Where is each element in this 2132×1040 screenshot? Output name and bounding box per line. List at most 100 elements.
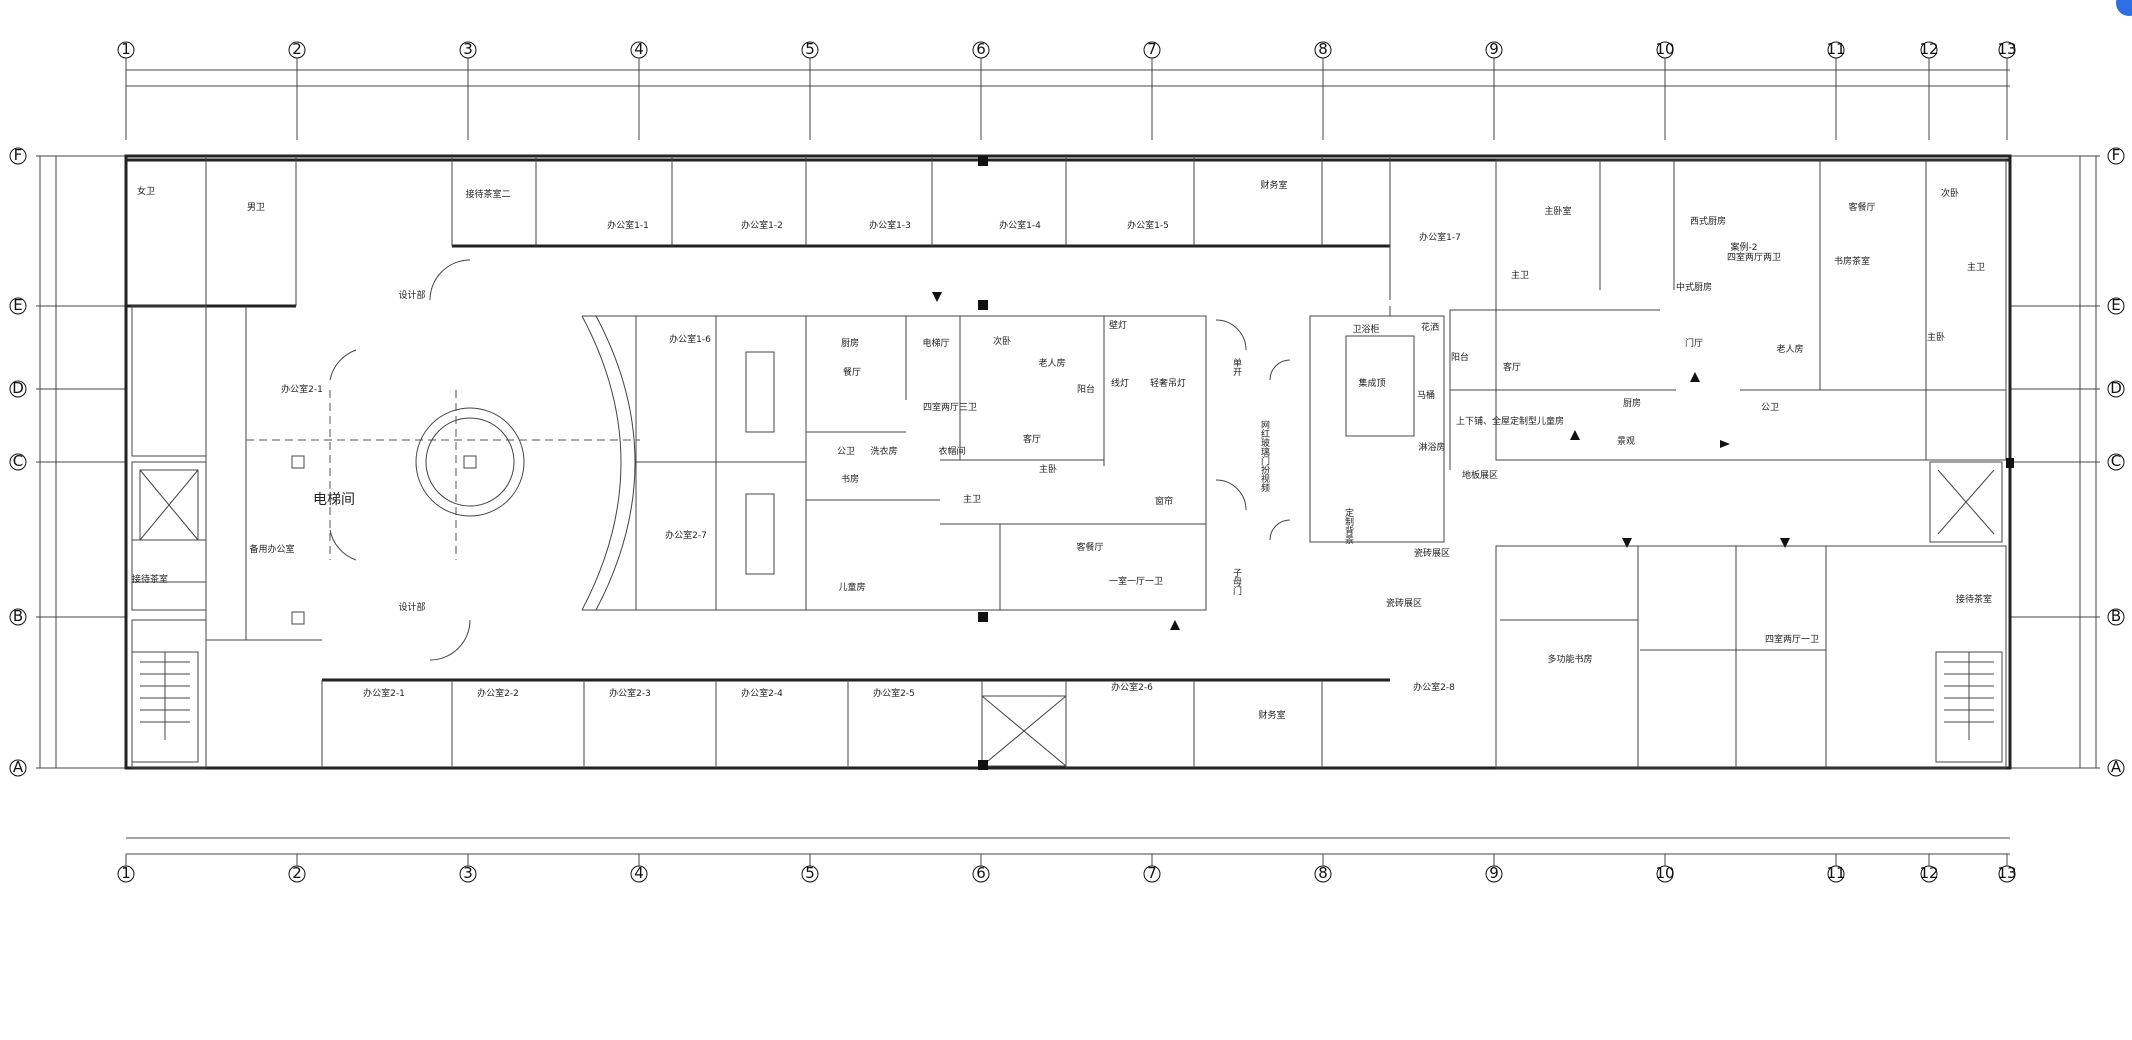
- column-axis-7-bottom: 7: [1143, 854, 1161, 883]
- row-axis-A-right: A: [2010, 758, 2125, 777]
- room-label-office-2-6: 办公室2-6: [1111, 681, 1153, 693]
- room-label-master-wc-c: 主卫: [1967, 261, 1985, 273]
- room-label-office-2-3: 办公室2-3: [609, 687, 651, 699]
- room-label-double-door: 子母门: [1231, 568, 1242, 596]
- room-label-master-wc-b: 主卫: [1511, 269, 1529, 281]
- room-label-living-b: 客厅: [1503, 361, 1521, 373]
- column-axis-3-bottom: 3: [459, 854, 477, 883]
- svg-text:A: A: [2111, 758, 2122, 776]
- room-label-office-2-2: 办公室2-2: [477, 687, 519, 699]
- top-dimension-lines: [126, 69, 2010, 87]
- room-label-master-room: 主卧室: [1544, 205, 1571, 217]
- room-label-foyer: 门厅: [1685, 337, 1703, 349]
- building-outline: [124, 154, 2012, 770]
- svg-text:3: 3: [463, 40, 473, 58]
- column-axis-5-top: 5: [801, 40, 819, 140]
- room-label-office-2-8: 办公室2-8: [1413, 681, 1455, 693]
- room-label-case-4: 一室一厅一卫: [1109, 575, 1163, 587]
- room-label-tile-display-b: 瓷砖展区: [1414, 547, 1450, 559]
- svg-text:6: 6: [976, 40, 986, 58]
- svg-text:11: 11: [1826, 864, 1845, 882]
- row-axis-E-left: E: [9, 296, 126, 315]
- column-axis-13-bottom: 13: [1997, 854, 2017, 883]
- column-axis-8-bottom: 8: [1314, 854, 1332, 883]
- room-label-master-bed-c: 主卧: [1927, 331, 1945, 343]
- bottom-office-row: [321, 678, 1390, 768]
- room-label-office-2-1-label: 办公室2-1: [363, 687, 405, 699]
- room-label-study-a: 书房: [841, 473, 859, 485]
- room-label-single-door: 单开: [1231, 357, 1242, 377]
- view-markers: [932, 292, 1790, 630]
- corner-floating-button[interactable]: [2116, 0, 2132, 16]
- svg-text:12: 12: [1919, 864, 1938, 882]
- svg-text:1: 1: [121, 40, 131, 58]
- svg-text:F: F: [14, 146, 23, 164]
- room-label-balcony-b: 阳台: [1451, 351, 1469, 363]
- column-axis-6-bottom: 6: [972, 854, 990, 883]
- svg-text:C: C: [2111, 452, 2121, 470]
- room-label-public-wc-b: 公卫: [1761, 402, 1779, 413]
- svg-text:8: 8: [1318, 864, 1328, 882]
- room-label-four-rooms-two-halls: 四室两厅两卫: [1727, 251, 1781, 263]
- room-label-office-1-2: 办公室1-2: [741, 219, 783, 231]
- svg-text:F: F: [2112, 146, 2121, 164]
- row-axis-A-left: A: [9, 758, 126, 777]
- svg-text:11: 11: [1826, 40, 1845, 58]
- room-label-second-bed-b: 次卧: [1941, 187, 1959, 199]
- svg-text:4: 4: [634, 40, 644, 58]
- svg-text:E: E: [13, 296, 22, 314]
- room-label-custom-back: 定制背景: [1343, 507, 1354, 544]
- column-axis-9-bottom: 9: [1485, 854, 1503, 883]
- room-label-womens-wc: 女卫: [137, 185, 155, 197]
- room-label-chinese-kitchen: 中式厨房: [1676, 281, 1712, 293]
- column-axis-4-top: 4: [630, 40, 648, 140]
- column-axis-10-top: 10: [1655, 40, 1675, 140]
- room-label-living-dining-a: 客餐厅: [1076, 541, 1103, 553]
- room-label-living-a: 客厅: [1023, 433, 1041, 445]
- room-label-elderly-room: 老人房: [1038, 357, 1065, 369]
- svg-text:A: A: [13, 758, 24, 776]
- central-meeting-block: [581, 315, 807, 611]
- east-elevator: [1929, 461, 2003, 543]
- column-axis-3-top: 3: [459, 40, 477, 140]
- room-label-case-1: 四室两厅一卫: [1765, 633, 1819, 645]
- room-label-office-1-1: 办公室1-1: [607, 219, 649, 231]
- room-label-floor-display: 地板展区: [1462, 469, 1498, 481]
- room-label-master-wc-a: 主卫: [963, 493, 981, 505]
- svg-text:6: 6: [976, 864, 986, 882]
- svg-text:13: 13: [1997, 40, 2016, 58]
- row-axis-F-right: F: [2010, 146, 2125, 165]
- column-axis-6-top: 6: [972, 40, 990, 140]
- room-label-mens-wc: 男卫: [247, 202, 265, 213]
- room-label-finance-bottom: 财务室: [1258, 709, 1285, 721]
- room-label-office-2-5: 办公室2-5: [873, 687, 915, 699]
- svg-text:12: 12: [1919, 40, 1938, 58]
- room-label-office-1-5: 办公室1-5: [1127, 219, 1169, 231]
- bottom-dimension-lines: [126, 837, 2010, 855]
- room-label-cloakroom: 衣帽间: [938, 445, 965, 457]
- room-label-view-room: 景观: [1617, 436, 1635, 447]
- room-label-second-bed: 次卧: [993, 335, 1011, 347]
- column-axis-11-top: 11: [1826, 40, 1846, 140]
- room-label-reception-west: 接待茶室: [132, 573, 168, 585]
- room-label-standby-office: 备用办公室: [249, 543, 294, 555]
- row-axis-D-left: D: [9, 379, 126, 398]
- showroom-east-bottom: [1495, 545, 2007, 769]
- row-axis-C-left: C: [9, 452, 126, 471]
- svg-text:4: 4: [634, 864, 644, 882]
- room-label-bathroom-cabinet: 卫浴柜: [1352, 323, 1379, 335]
- svg-text:7: 7: [1147, 40, 1157, 58]
- room-label-reception-2: 接待茶室二: [465, 188, 510, 200]
- door-swings: [329, 259, 1291, 661]
- column-axis-2-bottom: 2: [288, 854, 306, 883]
- room-label-tile-display: 瓷砖展区: [1386, 597, 1422, 609]
- room-label-design-dept-top: 设计部: [398, 289, 425, 301]
- row-axis-B-right: B: [2010, 607, 2125, 626]
- room-label-dining-a: 餐厅: [843, 366, 861, 378]
- room-label-kitchen-b: 厨房: [1623, 397, 1641, 409]
- room-label-kitchen-a: 厨房: [841, 337, 859, 349]
- room-label-office-2-7: 办公室2-7: [665, 529, 707, 541]
- room-label-office-1-3: 办公室1-3: [869, 219, 911, 231]
